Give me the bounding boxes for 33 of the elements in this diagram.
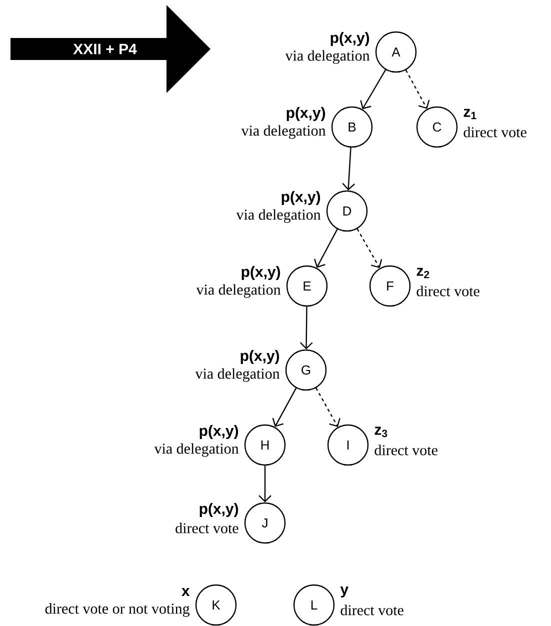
arrow	[356, 228, 382, 268]
variable-label: p(x,y)	[330, 32, 370, 46]
variable-label: p(x,y)	[286, 107, 326, 121]
variable-label: z$_{2}$	[416, 268, 430, 278]
variable-label: p(x,y)	[200, 503, 238, 517]
vote-label: via delegation	[236, 209, 321, 223]
vote-label: direct vote	[176, 522, 238, 534]
vote-label: via delegation	[285, 50, 370, 64]
vote-label: via delegation	[195, 368, 280, 382]
vote-label: direct vote or not voting	[45, 603, 190, 617]
vote-label: direct vote	[416, 286, 480, 296]
arrow	[405, 70, 430, 109]
variable-label: p(x,y)	[200, 425, 238, 439]
vote-label: via delegation	[196, 284, 281, 298]
vote-label: direct vote	[374, 444, 438, 456]
variable-label: p(x,y)	[242, 266, 280, 280]
arrow	[300, 306, 313, 350]
arrow	[258, 466, 272, 502]
arrow	[316, 388, 340, 428]
arrow	[272, 388, 297, 427]
vote-label: direct vote	[464, 126, 526, 138]
vote-label: direct vote	[340, 604, 404, 616]
arrow	[342, 148, 356, 190]
variable-label: z$_{3}$	[374, 426, 388, 438]
variable-label: p(x,y)	[240, 350, 280, 364]
arrow	[360, 69, 386, 110]
variable-label: y	[340, 586, 348, 598]
variable-label: p(x,y)	[282, 191, 320, 205]
variable-label: z$_{1}$	[464, 108, 476, 120]
arrow	[314, 228, 338, 268]
variable-label: x	[182, 588, 190, 596]
vote-label: via delegation	[154, 443, 239, 457]
vote-label: via delegation	[241, 125, 326, 139]
